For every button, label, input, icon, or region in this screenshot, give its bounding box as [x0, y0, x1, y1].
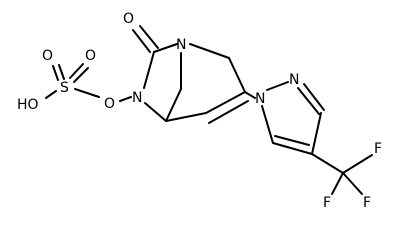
pyrazole-nitrogen-1-label: N	[255, 91, 265, 107]
bond-cf3-carbon-to-fluorine-3	[342, 172, 363, 195]
bond-pyrazole-c4-to-c5-a	[272, 142, 313, 155]
bond-bridgehead-to-alkene-carbon	[165, 112, 207, 122]
bond-sulfur-to-hydroxyl	[45, 90, 57, 99]
bond-alkene-carbon-to-ring-ch2	[228, 57, 246, 93]
bond-amide-nitrogen-to-bridgehead	[144, 102, 167, 122]
fluorine-2-label: F	[323, 195, 331, 211]
bond-sulfur-to-top-left-oxygen-b	[58, 64, 65, 80]
fluorine-1-label: F	[374, 141, 382, 157]
bond-amide-nitrogen-to-ester-oxygen	[119, 96, 132, 102]
bond-pyrazole-n1-to-n2	[266, 81, 289, 91]
sulfonyl-oxygen-top-left-label: O	[42, 48, 53, 64]
amide-nitrogen-label: N	[132, 90, 142, 106]
bond-pyrazole-n2-to-c3-a	[297, 87, 320, 115]
sulfonyl-oxygen-top-right-label: O	[85, 48, 96, 64]
bond-pyrazole-c5-to-n1	[261, 105, 274, 144]
bond-carbonyl-carbon-to-bridge-nitrogen	[153, 43, 178, 53]
bridge-nitrogen-label: N	[176, 37, 186, 53]
bond-bridge-ch2-to-bridgehead	[165, 88, 182, 122]
bond-pyrazole-to-cf3-carbon	[311, 153, 344, 174]
hydroxyl-label: HO	[17, 97, 39, 113]
pyrazole-nitrogen-2-label: N	[289, 72, 299, 88]
bond-pyrazole-c4-to-c5-b	[274, 135, 310, 146]
bond-pyrazole-c3-to-c4	[311, 112, 322, 155]
bond-sulfur-to-top-right-oxygen-b	[73, 67, 89, 83]
bond-cf3-carbon-to-fluorine-2	[331, 172, 344, 195]
bond-carbonyl-carbon-to-oxygen-b	[139, 25, 159, 49]
sulfur-label: S	[60, 80, 69, 96]
bond-carbonyl-carbon-to-amide-nitrogen	[143, 51, 155, 89]
fluorine-3-label: F	[363, 195, 371, 211]
carbonyl-oxygen-label: O	[123, 11, 134, 27]
bond-sulfur-to-top-right-oxygen-a	[69, 63, 84, 79]
bond-pyrazole-n2-to-c3-b	[303, 83, 325, 111]
bond-cf3-carbon-to-fluorine-1	[342, 154, 373, 174]
ester-oxygen-label: O	[104, 96, 115, 112]
bond-carbonyl-carbon-to-oxygen-a	[132, 29, 151, 53]
bond-alkene-double-a	[205, 91, 246, 114]
bond-sulfur-to-top-left-oxygen-a	[52, 65, 59, 81]
bond-alkene-double-b	[208, 100, 249, 124]
bond-ester-oxygen-to-sulfur	[74, 88, 100, 98]
chemical-structure: O N N O S O O HO N N F F F	[17, 11, 383, 211]
bond-alkene-carbon-to-pyrazole-nitrogen	[244, 91, 256, 99]
bond-bridge-nitrogen-to-ring-ch2	[189, 43, 230, 59]
